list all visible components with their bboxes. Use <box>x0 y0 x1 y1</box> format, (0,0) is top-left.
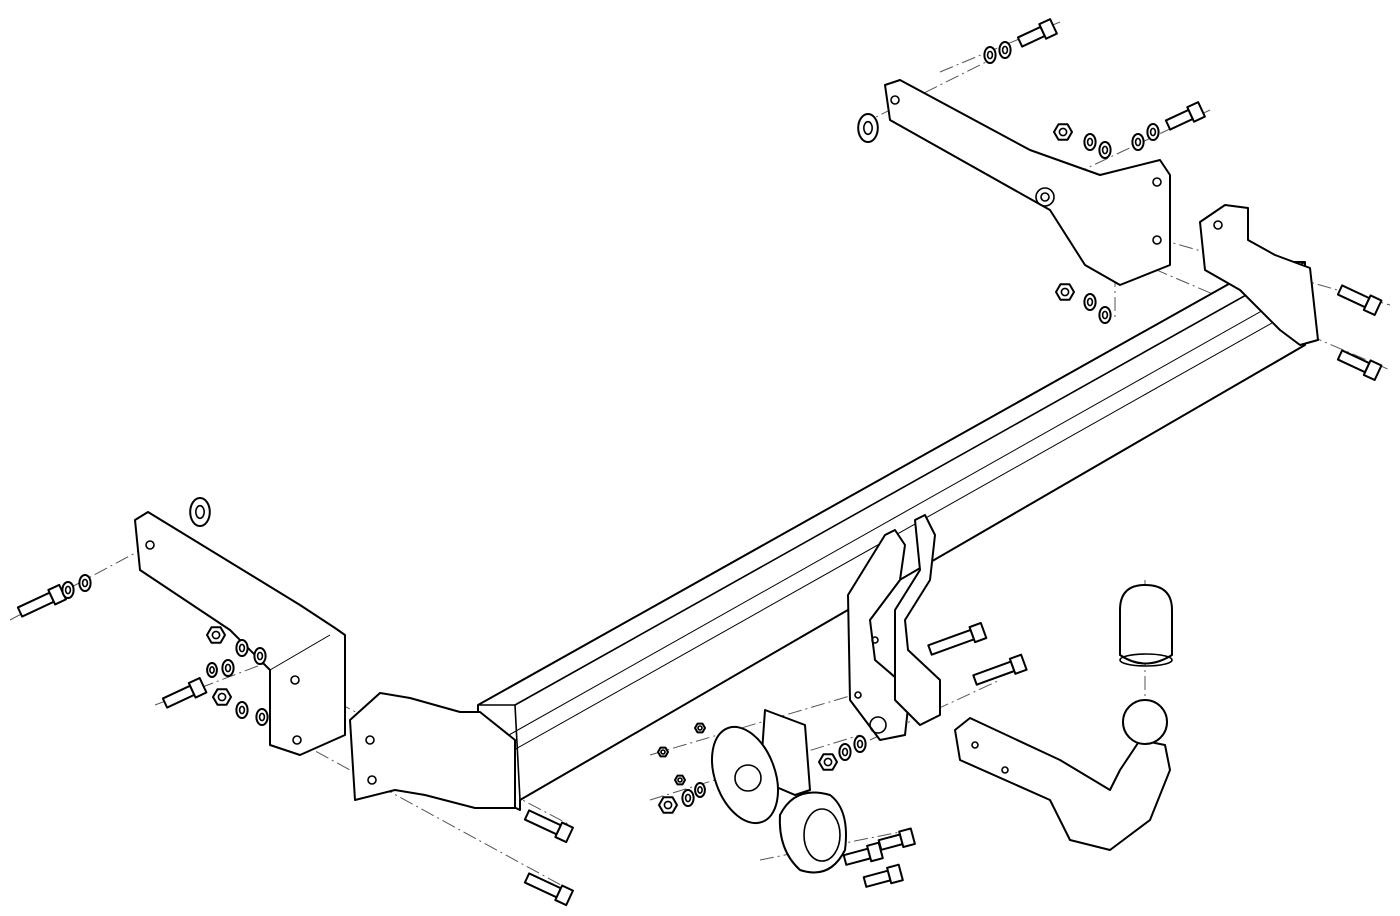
washer <box>253 647 267 665</box>
washer-hole <box>238 643 246 653</box>
assembly-axis-lines <box>9 21 1391 891</box>
bolt <box>862 863 904 888</box>
washer-hole <box>258 712 266 722</box>
nut <box>818 753 838 771</box>
bolt <box>161 676 208 709</box>
washer <box>255 708 269 726</box>
nut <box>1053 123 1073 141</box>
washer-hole <box>1149 127 1157 137</box>
washer-hole <box>238 705 246 715</box>
nut <box>657 746 669 758</box>
washer-hole <box>1001 45 1009 55</box>
washer <box>694 782 706 798</box>
washer-hole <box>1086 137 1094 147</box>
bolt <box>1336 284 1383 317</box>
washer-hole <box>64 585 72 595</box>
ball-mount-plates <box>847 514 941 741</box>
washer-hole <box>195 504 206 520</box>
nut-hole <box>660 749 666 755</box>
bolt <box>1336 349 1383 382</box>
washer <box>206 662 218 678</box>
washer <box>983 46 997 64</box>
bolt <box>842 841 884 866</box>
bolt <box>523 872 574 907</box>
washer <box>681 789 695 807</box>
washer-hole <box>224 663 232 673</box>
towball-neck <box>954 699 1171 851</box>
towball-cap <box>1119 584 1173 667</box>
washer <box>235 639 249 657</box>
nut-hole <box>663 800 673 810</box>
washer <box>235 701 249 719</box>
washer <box>61 581 75 599</box>
washer-hole <box>256 651 264 661</box>
bolt <box>1164 101 1206 131</box>
washer-hole <box>1086 297 1094 307</box>
bolt <box>972 653 1028 686</box>
washer-hole <box>697 786 703 794</box>
washer <box>78 574 92 592</box>
bolt <box>16 583 67 618</box>
washer-hole <box>209 666 215 674</box>
washer <box>1083 293 1097 311</box>
washer-hole <box>862 120 873 136</box>
washer-hole <box>684 793 692 803</box>
nut-hole <box>823 757 833 767</box>
bolt <box>927 621 988 656</box>
washer <box>998 41 1012 59</box>
nut <box>212 688 232 706</box>
washer-hole <box>1101 310 1109 320</box>
washer <box>221 659 235 677</box>
fasteners <box>16 18 1383 907</box>
right-side-bracket <box>884 79 1171 286</box>
electrical-bracket <box>711 709 811 825</box>
washer-hole <box>986 50 994 60</box>
nut-hole <box>211 630 221 640</box>
bolt <box>1016 18 1058 48</box>
right-end-plate <box>1199 204 1319 346</box>
washer <box>1098 141 1112 159</box>
washer <box>857 113 879 143</box>
washer <box>189 497 211 527</box>
nut <box>206 626 226 644</box>
washer <box>853 735 867 753</box>
washer-hole <box>841 747 849 757</box>
nut-hole <box>217 692 227 702</box>
bolt <box>877 827 916 851</box>
left-side-bracket <box>134 511 346 756</box>
bolt <box>523 809 574 844</box>
nut <box>694 722 706 734</box>
washer-hole <box>81 578 89 588</box>
nut-hole <box>1058 127 1068 137</box>
washer <box>1146 123 1160 141</box>
washer-hole <box>1134 137 1142 147</box>
washer <box>1083 133 1097 151</box>
nut <box>1055 283 1075 301</box>
left-end-plate <box>349 692 516 809</box>
washer-hole <box>856 739 864 749</box>
nut <box>674 774 686 786</box>
nut-hole <box>1060 287 1070 297</box>
washer <box>1098 306 1112 324</box>
nut <box>658 796 678 814</box>
washer-hole <box>1101 145 1109 155</box>
nut-hole <box>677 777 683 783</box>
electrical-socket <box>778 791 847 874</box>
washer <box>1131 133 1145 151</box>
nut-hole <box>697 725 703 731</box>
washer <box>838 743 852 761</box>
